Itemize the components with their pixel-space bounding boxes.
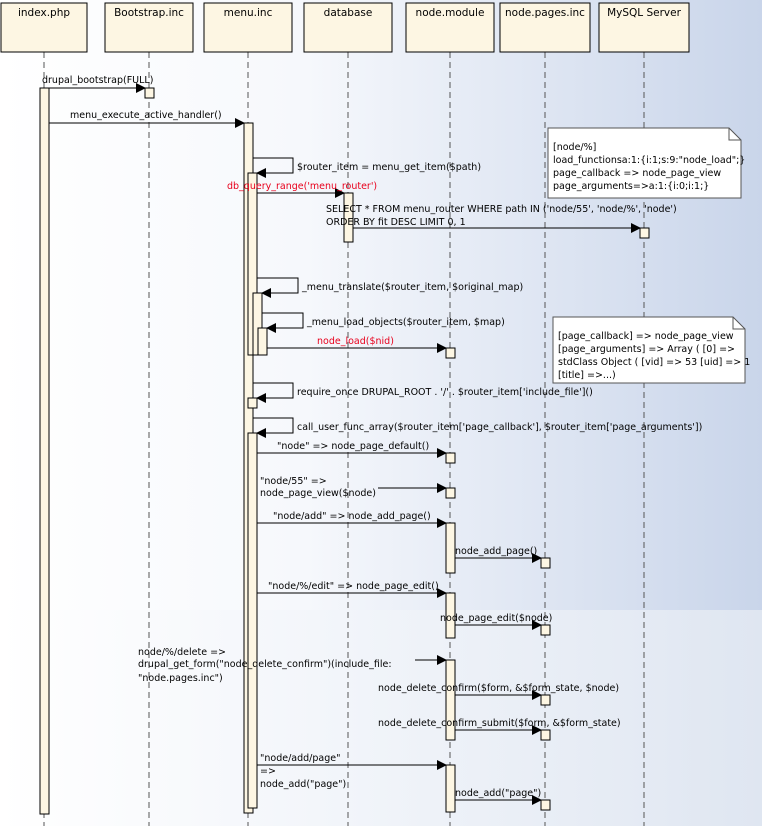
- diagram-background-lower: [0, 610, 762, 826]
- message-arrow: [253, 157, 294, 178]
- message-label: node_load($nid): [317, 336, 394, 347]
- message-label: "node/%/edit" => node_page_edit(): [268, 581, 439, 592]
- note-line: [page_arguments] => Array ( [0] =>: [558, 344, 735, 355]
- participant-node-pages: node.pages.inc: [499, 2, 591, 53]
- activation-bars: [39, 87, 650, 815]
- activation-node-add: [445, 522, 456, 574]
- note-page-callback: [page_callback] => node_page_view [page_…: [552, 316, 750, 384]
- message-label: db_query_range('menu_router'): [227, 181, 377, 192]
- activation-node-delete: [445, 659, 456, 741]
- message-label: call_user_func_array($router_item['page_…: [297, 422, 702, 433]
- note-line: [page_callback] => node_page_view: [558, 331, 734, 342]
- note-line: page_callback => node_page_view: [553, 168, 721, 179]
- note-line: stdClass Object ( [vid] => 53 [uid] => 1: [558, 357, 750, 368]
- participant-node-module: node.module: [405, 2, 495, 53]
- note-router-item: [node/%] load_functionsa:1:{i:1;s:9:"nod…: [547, 127, 745, 199]
- activation-menu-require: [247, 397, 258, 409]
- activation-pages-add-page: [540, 799, 551, 811]
- participant-label: database: [324, 7, 373, 19]
- activation-menu-load-objects: [257, 327, 268, 356]
- message-label: node_page_edit($node): [440, 613, 552, 624]
- message-arrow: [262, 312, 304, 333]
- activation-node-edit: [445, 592, 456, 639]
- message-arrow: [253, 417, 294, 438]
- participant-database: database: [303, 2, 393, 53]
- message-label: drupal_get_form("node_delete_confirm")(i…: [138, 659, 392, 670]
- activation-node-load: [445, 347, 456, 359]
- activation-menu-call-user-func: [247, 432, 258, 809]
- participant-label: node.module: [416, 7, 485, 19]
- activation-node-default: [445, 452, 456, 464]
- message-label: node_page_view($node): [260, 488, 376, 499]
- participant-label: MySQL Server: [607, 7, 682, 19]
- activation-bootstrap: [144, 87, 155, 99]
- participant-label: index.php: [18, 7, 70, 19]
- message-label: $router_item = menu_get_item($path): [297, 162, 481, 173]
- message-label: _menu_translate($router_item, $original_…: [301, 282, 523, 293]
- participant-headers: index.php Bootstrap.inc menu.inc databas…: [0, 2, 690, 53]
- note-line: load_functionsa:1:{i:1;s:9:"node_load";}: [553, 155, 745, 166]
- message-label: "node/add" => node_add_page(): [273, 511, 431, 522]
- activation-node-view: [445, 487, 456, 499]
- message-label: menu_execute_active_handler(): [70, 110, 222, 121]
- participant-menu: menu.inc: [203, 2, 293, 53]
- activation-pages-delete-submit: [540, 729, 551, 741]
- message-arrow: [253, 382, 294, 403]
- message-label: =>: [260, 766, 276, 777]
- participant-mysql: MySQL Server: [598, 2, 690, 53]
- message-labels: drupal_bootstrap(FULL) menu_execute_acti…: [42, 75, 702, 799]
- message-label: node_add("page"): [455, 788, 541, 799]
- note-line: [title] =>...): [558, 370, 616, 381]
- participant-label: Bootstrap.inc: [114, 7, 184, 19]
- note-line: [node/%]: [553, 142, 596, 153]
- note-line: page_arguments=>a:1:{i:0;i:1;}: [553, 181, 709, 192]
- activation-pages-edit: [540, 624, 551, 636]
- participant-label: menu.inc: [224, 7, 273, 19]
- message-label: node_add("page"): [260, 779, 346, 790]
- message-label: node_delete_confirm_submit($form, &$form…: [378, 718, 621, 729]
- message-label: "node/add/page": [260, 753, 340, 764]
- message-label: _menu_load_objects($router_item, $map): [306, 317, 505, 328]
- message-label: ORDER BY fit DESC LIMIT 0, 1: [326, 217, 466, 228]
- activation-index: [39, 87, 50, 815]
- message-label: "node/55" =>: [260, 476, 327, 487]
- message-label: require_once DRUPAL_ROOT . '/' . $router…: [297, 387, 593, 398]
- message-arrow: [257, 277, 299, 298]
- message-label: node_delete_confirm($form, &$form_state,…: [378, 683, 619, 694]
- participant-bootstrap: Bootstrap.inc: [104, 2, 194, 53]
- activation-pages-add: [540, 557, 551, 569]
- participant-label: node.pages.inc: [505, 7, 585, 19]
- activation-mysql: [639, 227, 650, 239]
- message-label: node/%/delete =>: [138, 647, 226, 658]
- message-label: drupal_bootstrap(FULL): [42, 75, 153, 86]
- message-label: node_add_page(): [455, 546, 537, 557]
- activation-node-add-page: [445, 764, 456, 813]
- activation-database: [343, 192, 354, 243]
- message-label: "node" => node_page_default(): [277, 441, 429, 452]
- participant-index: index.php: [0, 2, 88, 53]
- activation-pages-delete-confirm: [540, 694, 551, 706]
- message-label: "node.pages.inc"): [138, 673, 223, 684]
- message-label: SELECT * FROM menu_router WHERE path IN …: [326, 204, 677, 215]
- messages: [49, 83, 641, 805]
